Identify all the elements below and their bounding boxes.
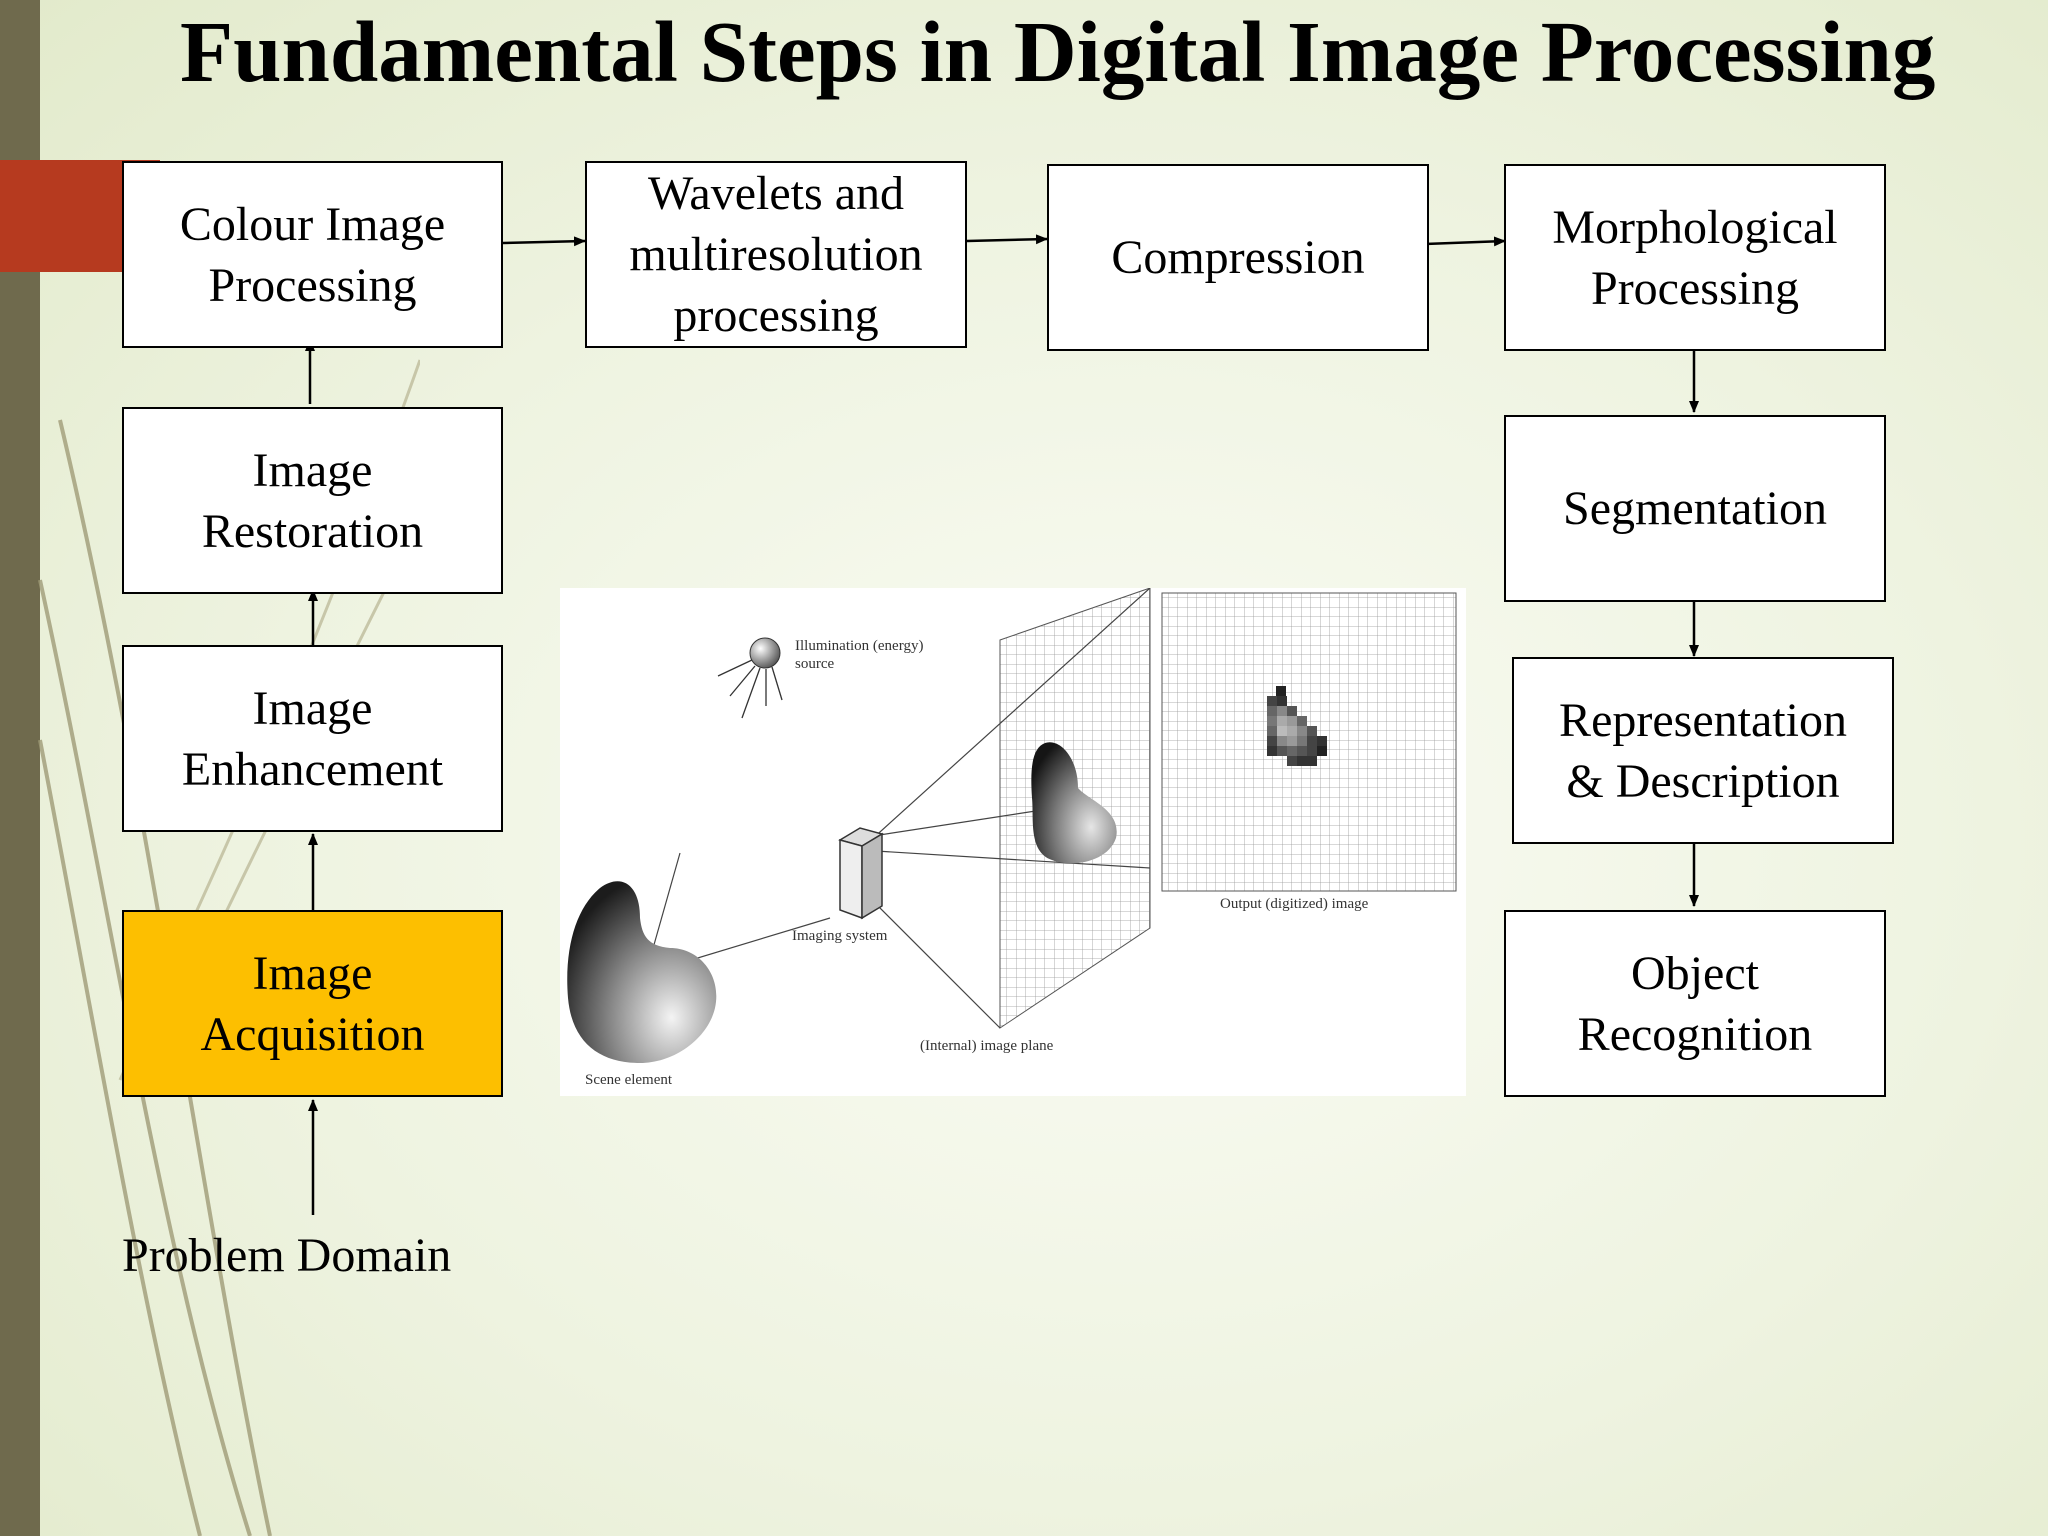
step-colour-image-processing: Colour Image Processing xyxy=(122,161,503,348)
problem-domain-label: Problem Domain xyxy=(122,1229,452,1282)
internal-image-plane-label: (Internal) image plane xyxy=(920,1038,1054,1054)
scene-element-label: Scene element xyxy=(585,1072,673,1088)
digitized-output-image xyxy=(1161,592,1457,892)
imaging-system-label: Imaging system xyxy=(792,928,888,944)
output-image-label: Output (digitized) image xyxy=(1220,896,1369,912)
step-object-recognition: Object Recognition xyxy=(1504,910,1886,1097)
illumination-label-line1: Illumination (energy) xyxy=(795,638,923,654)
arrow-wavelets-to-compression xyxy=(966,234,1048,245)
scene-element-blob xyxy=(567,881,717,1063)
step-morphological-processing: Morphological Processing xyxy=(1504,164,1886,351)
image-acquisition-illustration: Illumination (energy) source Imaging sys… xyxy=(560,588,1466,1096)
imaging-system xyxy=(838,827,884,920)
step-compression: Compression xyxy=(1047,164,1429,351)
step-wavelets-multiresolution: Wavelets and multiresolution processing xyxy=(585,161,967,348)
illumination-source xyxy=(717,637,783,719)
projected-scene-blob xyxy=(1031,742,1117,864)
arrow-compression-to-morphological xyxy=(1424,236,1506,247)
page-title: Fundamental Steps in Digital Image Proce… xyxy=(180,3,1936,100)
step-segmentation: Segmentation xyxy=(1504,415,1886,602)
illumination-label-line2: source xyxy=(795,656,834,672)
step-representation-description: Representation & Description xyxy=(1512,657,1894,844)
step-image-acquisition: Image Acquisition xyxy=(122,910,503,1097)
step-image-restoration: Image Restoration xyxy=(122,407,503,594)
step-image-enhancement: Image Enhancement xyxy=(122,645,503,832)
arrow-colour-to-wavelets xyxy=(502,236,586,247)
